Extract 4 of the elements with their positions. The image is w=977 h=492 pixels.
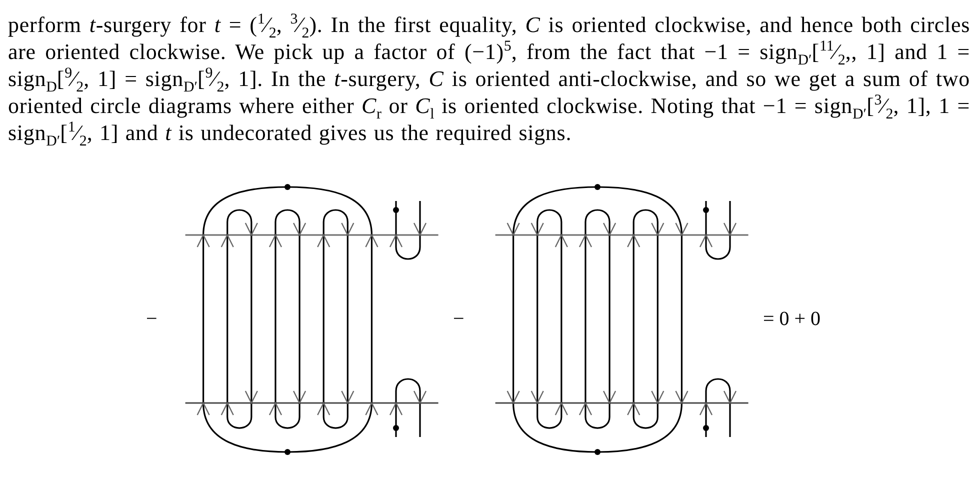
body-paragraph: perform t-surgery for t = ($^{1}$⁄$_{2}$, $^{3}$⁄$_{2}$). In the first equality, C is oriented clockwise, and hence both circles are oriented clockwise. We pick up a factor of (−1)$^{5}$, from the fact that −1 = sign$_{D′}$[$^{11}$⁄$_{2}$,, 1] and 1 = sign$_{D}$[$^{9}$⁄$_{2}$, 1] = sign$_{D′}$[$^{9}$⁄$_{2}$, 1]. In the t-surgery, C is oriented anti-clockwise, and so we get a sum of two oriented circle diagrams where either C$_{r}$ or C$_{l}$ is oriented clockwise. Noting that −1 = sign$_{D′}$[$^{3}$⁄$_{2}$, 1], 1 = sign$_{D′}$[$^{1}$⁄$_{2}$, 1] and t is undecorated gives us the required signs. — [8, 11, 970, 146]
minus-sign: − — [146, 307, 158, 332]
math-expression: = 0 + 0 — [763, 307, 821, 332]
minus-sign: − — [453, 307, 464, 332]
